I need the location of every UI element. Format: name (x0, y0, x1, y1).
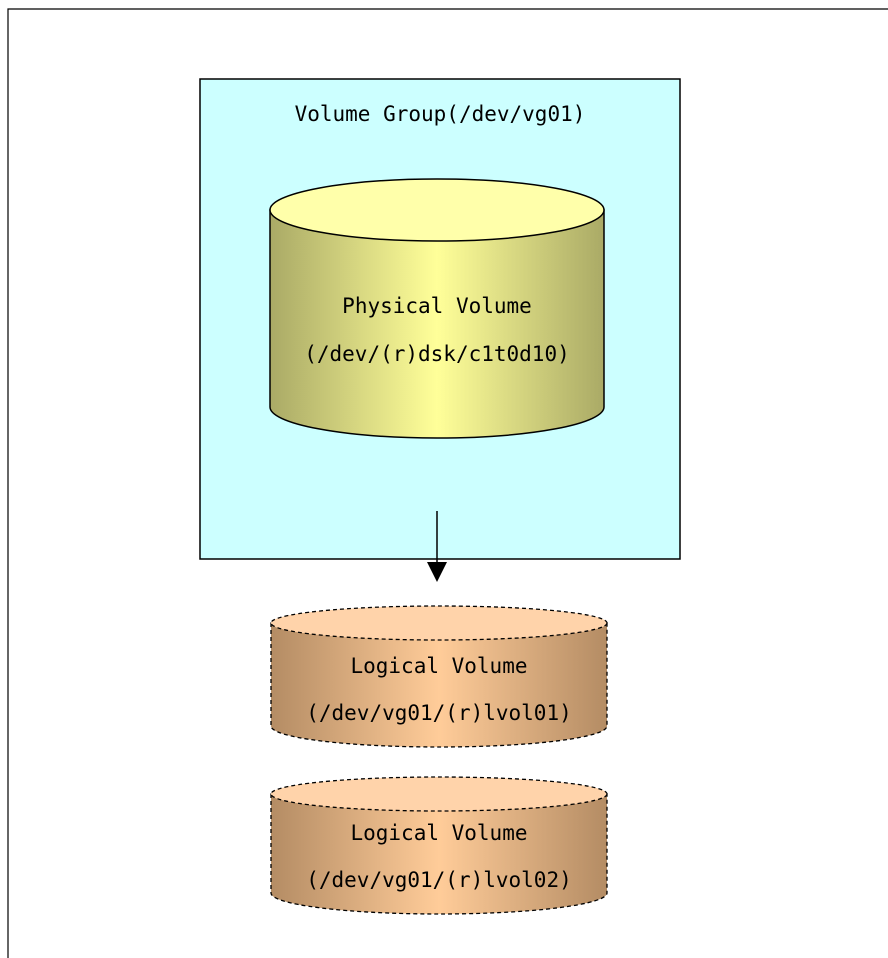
logical-volume-cylinder: Logical Volume (/dev/vg01/(r)lvol02) (270, 776, 608, 915)
logical-volume-body (270, 622, 608, 748)
physical-volume-body (269, 209, 605, 439)
physical-volume-cylinder: Physical Volume (/dev/(r)dsk/c1t0d10) (269, 178, 605, 439)
physical-volume-path: (/dev/(r)dsk/c1t0d10) (304, 342, 570, 366)
logical-volume-path: (/dev/vg01/(r)lvol02) (306, 868, 572, 892)
logical-volume-cylinder: Logical Volume (/dev/vg01/(r)lvol01) (270, 605, 608, 748)
logical-volume-top (270, 605, 608, 641)
physical-volume-top (269, 178, 605, 242)
physical-volume-label: Physical Volume (342, 294, 532, 318)
logical-volume-top (270, 776, 608, 812)
logical-volume-label: Logical Volume (350, 654, 527, 678)
outer-frame (7, 8, 888, 958)
arrow-head (427, 562, 447, 582)
logical-volume-body (270, 793, 608, 915)
logical-volume-path: (/dev/vg01/(r)lvol01) (306, 701, 572, 725)
logical-volume-label: Logical Volume (350, 821, 527, 845)
volume-group-label: Volume Group(/dev/vg01) (295, 102, 586, 126)
